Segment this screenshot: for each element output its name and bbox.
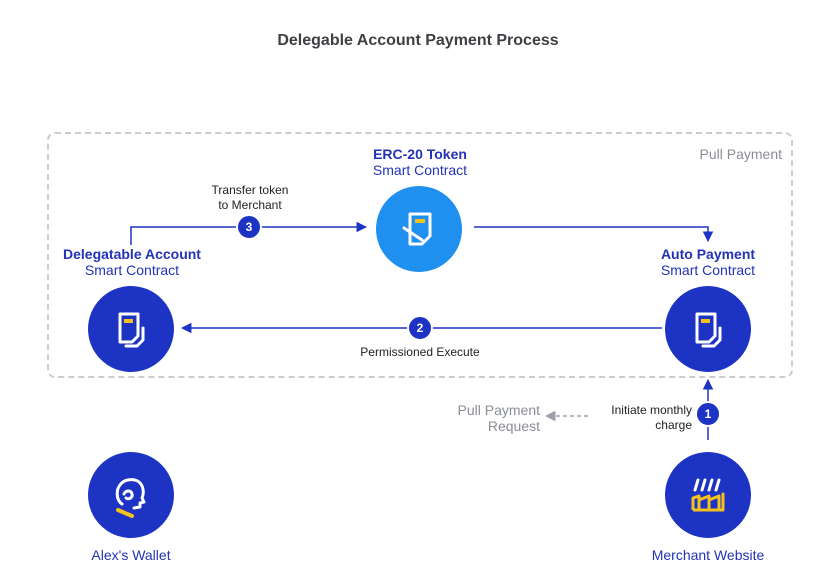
step-2-caption: Permissioned Execute <box>360 345 480 359</box>
auto-payment-label: Auto Payment Smart Contract <box>630 246 786 278</box>
user-head-icon <box>115 478 146 518</box>
merchant-website-node[interactable] <box>665 452 751 538</box>
pull-payment-request-label: Pull Payment Request <box>420 402 540 434</box>
erc20-subtitle: Smart Contract <box>372 162 468 178</box>
delegatable-title: Delegatable Account <box>63 246 201 262</box>
step-3-caption-line2: to Merchant <box>218 198 282 212</box>
step-1-badge: 1 <box>695 401 721 427</box>
diagram-title: Delegable Account Payment Process <box>277 32 559 49</box>
delegatable-subtitle: Smart Contract <box>84 262 180 278</box>
merchant-website-label: Merchant Website <box>651 547 765 563</box>
pull-payment-request-line2: Request <box>487 418 540 434</box>
pull-payment-request-line1: Pull Payment <box>457 402 540 418</box>
step-3-caption-line1: Transfer token <box>211 183 289 197</box>
arrow-erc20-to-auto-payment <box>474 226 714 243</box>
factory-icon <box>691 478 725 512</box>
arrow-transfer-token <box>130 221 368 245</box>
step-1-caption: Initiate monthly charge <box>588 403 692 433</box>
auto-payment-subtitle: Smart Contract <box>660 262 756 278</box>
pull-payment-group-label: Pull Payment <box>699 146 782 162</box>
delegatable-account-label: Delegatable Account Smart Contract <box>48 246 216 278</box>
token-document-icon <box>402 212 432 246</box>
pull-payment-group <box>47 132 793 378</box>
contract-document-icon <box>118 312 145 348</box>
step-3-caption: Transfer token to Merchant <box>180 183 320 213</box>
delegatable-account-node[interactable] <box>88 286 174 372</box>
alex-wallet-label: Alex's Wallet <box>91 547 171 563</box>
erc20-token-label: ERC-20 Token Smart Contract <box>340 146 500 178</box>
step-1-caption-line1: Initiate monthly <box>611 403 692 417</box>
erc20-title: ERC-20 Token <box>373 146 467 162</box>
step-3-badge: 3 <box>236 214 262 240</box>
auto-payment-node[interactable] <box>665 286 751 372</box>
step-1-caption-line2: charge <box>655 418 692 432</box>
contract-document-icon <box>695 312 722 348</box>
step-2-badge: 2 <box>407 315 433 341</box>
alex-wallet-node[interactable] <box>88 452 174 538</box>
erc20-token-node[interactable] <box>376 186 462 272</box>
auto-payment-title: Auto Payment <box>660 246 756 262</box>
